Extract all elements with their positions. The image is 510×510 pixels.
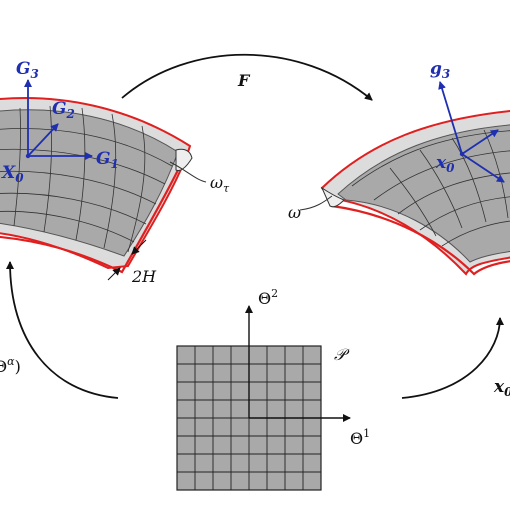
thickness-arrow-bottom (107, 267, 121, 281)
current-lower-boundary (331, 204, 510, 276)
reference-mid-surface (0, 109, 179, 257)
reference-frame-vectors (24, 79, 93, 160)
label-thickness: 2H (131, 267, 157, 286)
current-surface-grid (351, 129, 510, 247)
left-map-arrow (6, 261, 119, 399)
omega-leader (299, 195, 333, 211)
point-X0 (25, 153, 31, 159)
map-F-arrow (121, 53, 373, 101)
label-G3: G3 (16, 59, 39, 81)
label-omega-tau: ωτ (210, 173, 230, 195)
vector-g3-arrow (438, 81, 463, 155)
current-edge-cap (320, 186, 345, 208)
label-g3: g3 (430, 59, 450, 81)
reference-edge-cap (175, 148, 193, 171)
current-frame-vectors (438, 81, 505, 183)
label-X0: X0 (1, 163, 24, 185)
omega-tau-leader (169, 161, 207, 183)
reference-lower-boundary (0, 169, 179, 274)
parameter-domain: Θ2 Θ1 𝒫 (176, 287, 370, 491)
label-param-domain: 𝒫 (334, 345, 350, 364)
reference-shell: G3 G2 G1 X0 ωτ 2H (0, 59, 230, 286)
vector-g1-arrow (461, 153, 505, 183)
vector-G2-arrow (27, 123, 59, 157)
label-G2: G2 (52, 99, 75, 121)
current-mid-surface (337, 124, 510, 263)
label-x0: x0 (435, 153, 455, 175)
reference-surface-grid (0, 105, 173, 253)
label-right-map: x0 (493, 377, 510, 399)
label-theta2: Θ2 (258, 287, 278, 308)
thickness-arrow-top (131, 239, 147, 255)
vector-g2-arrow (461, 129, 499, 155)
label-omega: ω (288, 203, 301, 222)
label-theta1: Θ1 (350, 427, 370, 448)
label-map-F: F (237, 71, 251, 90)
point-x0 (459, 151, 465, 157)
label-left-map: Θα) (0, 355, 21, 376)
right-map-arrow (401, 317, 504, 399)
current-shell: g3 x0 ω (288, 59, 510, 276)
label-G1: G1 (96, 149, 119, 171)
